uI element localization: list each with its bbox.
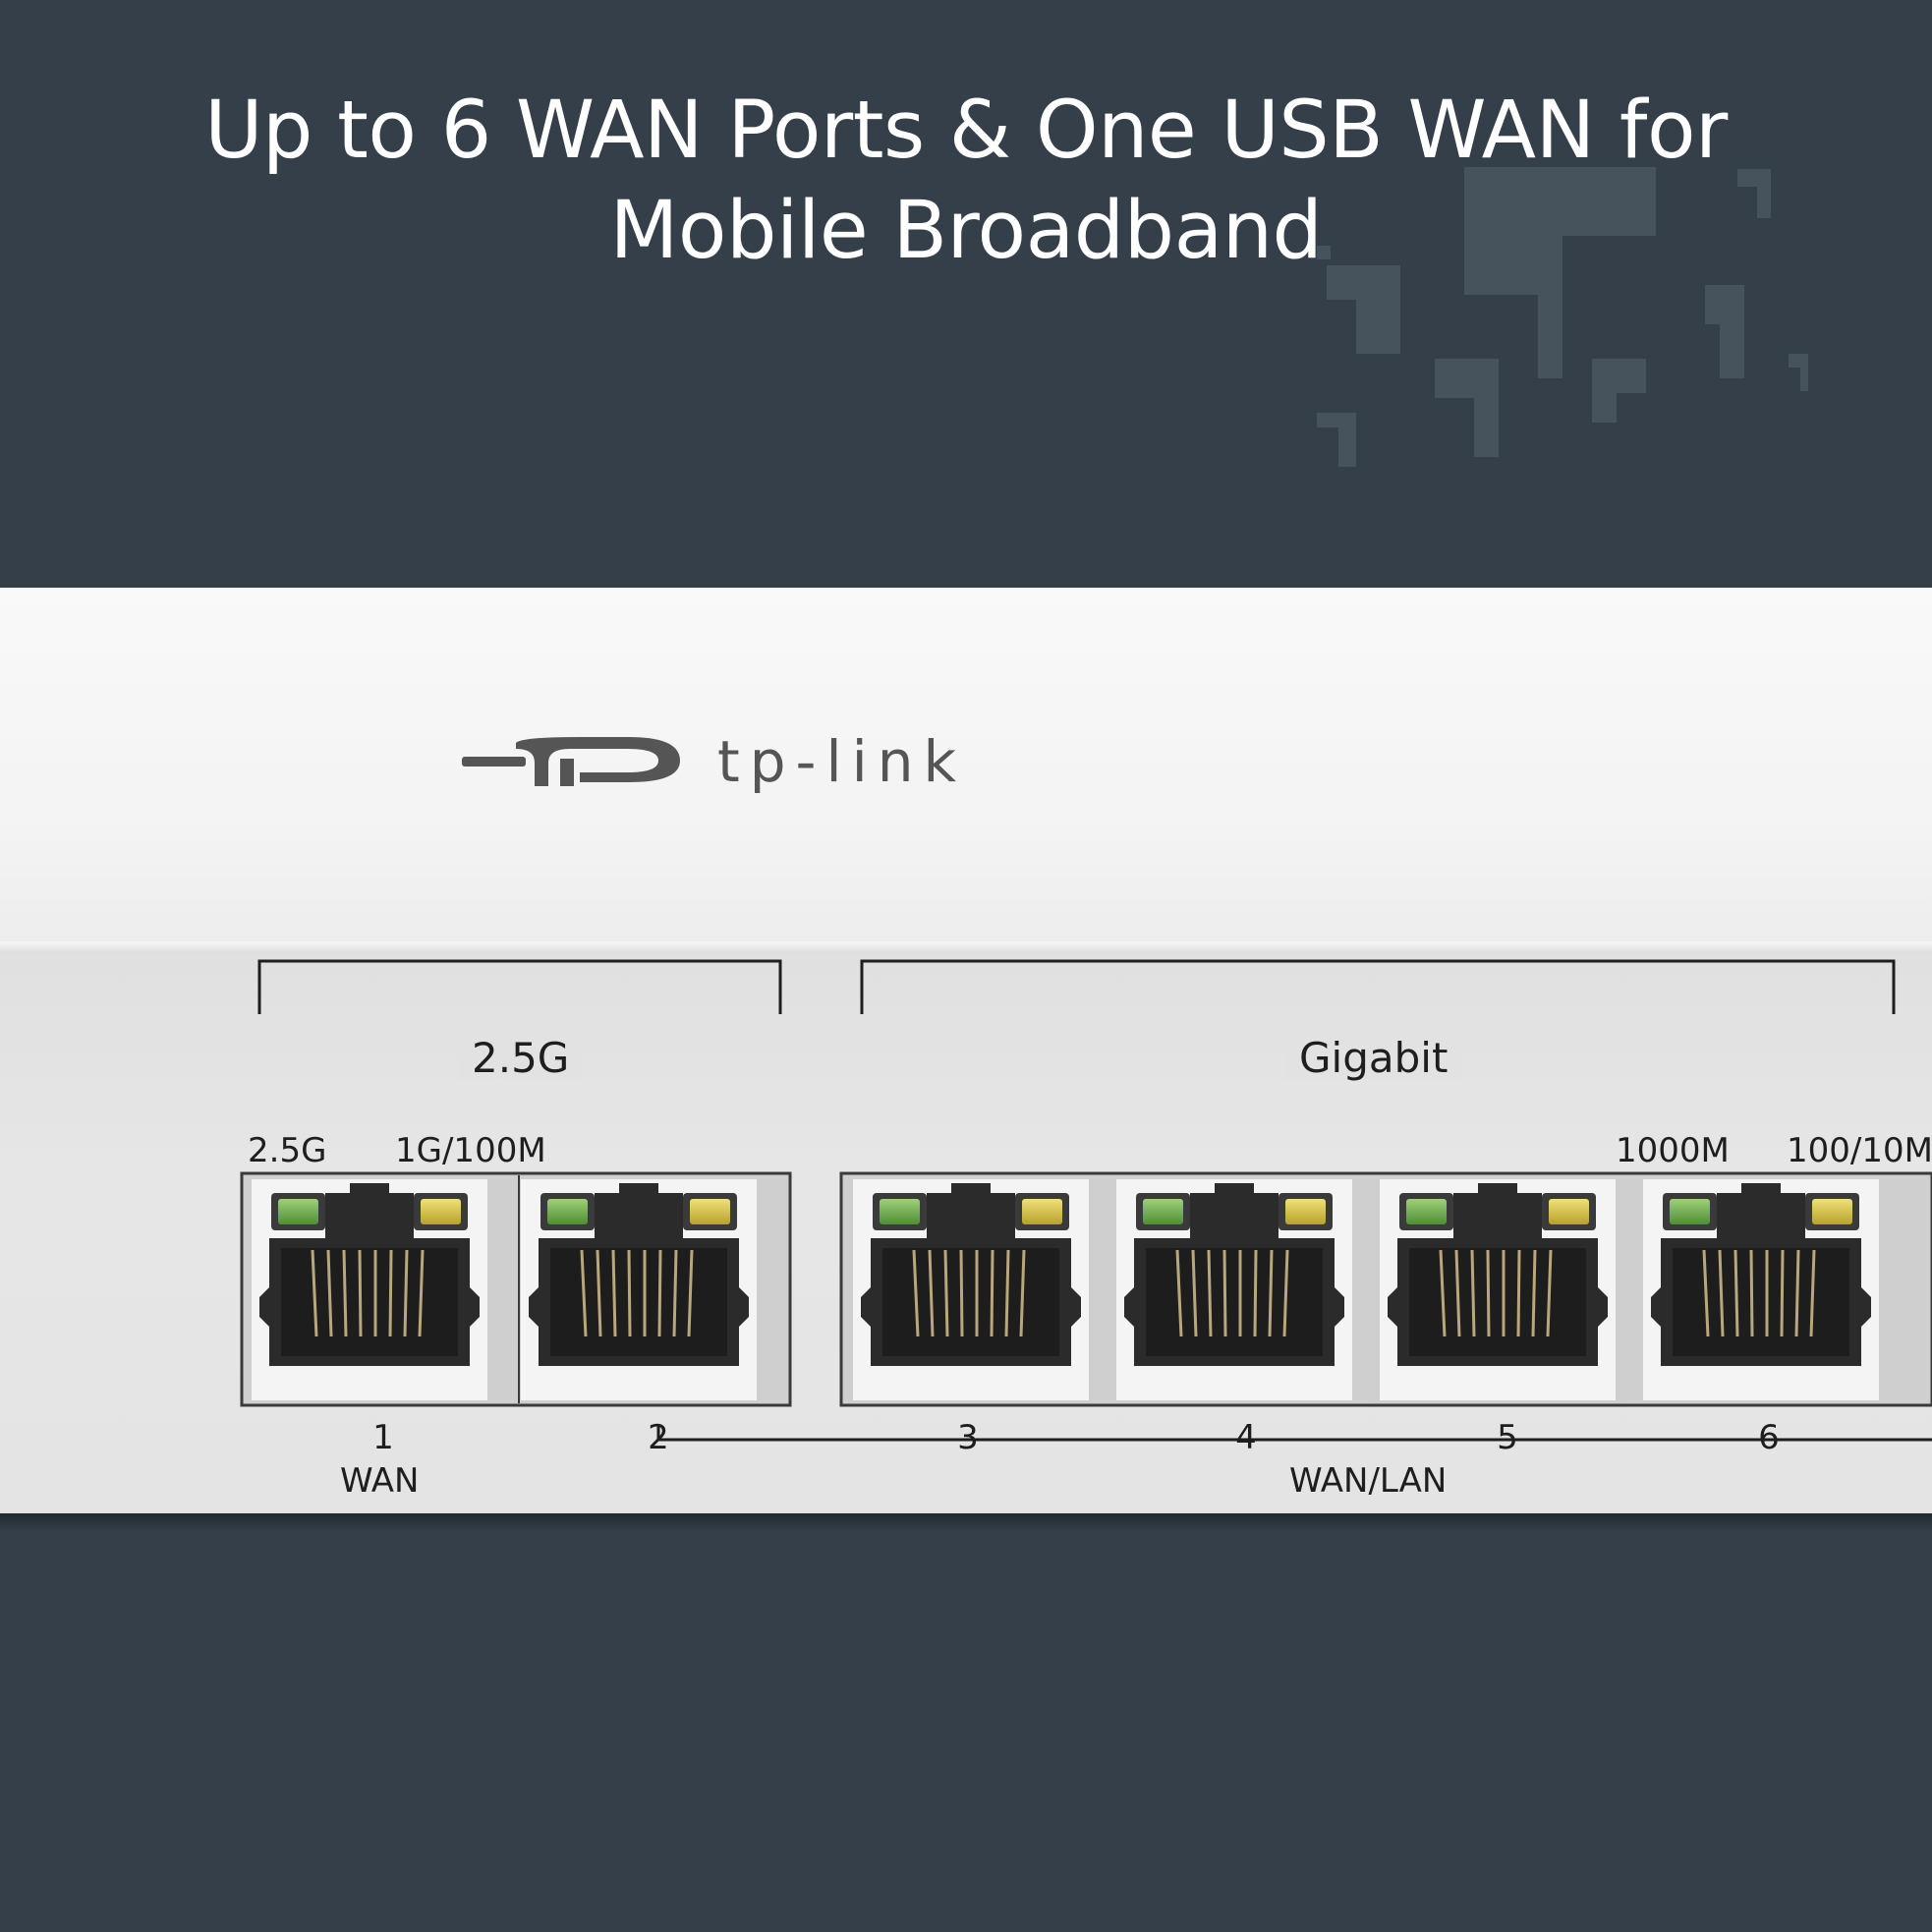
- led-label-100-10m: 100/10M: [1787, 1131, 1932, 1170]
- pixel-pattern-decoration: [1317, 167, 1808, 467]
- port-number-3: 3: [957, 1418, 979, 1457]
- port-number-5: 5: [1497, 1418, 1518, 1457]
- ethernet-port-4[interactable]: [1114, 1177, 1354, 1402]
- brand-name: tp-link: [717, 728, 967, 795]
- router-front-edge: [0, 941, 1932, 953]
- ethernet-port-6[interactable]: [1641, 1177, 1881, 1402]
- router-shadow: [0, 1513, 1932, 1531]
- ethernet-port-1[interactable]: [250, 1177, 489, 1402]
- ethernet-port-2[interactable]: [519, 1177, 759, 1402]
- port-number-1: 1: [372, 1418, 394, 1457]
- front-panel-graphics: [240, 959, 1932, 1442]
- headline: Up to 6 WAN Ports & One USB WAN for Mobi…: [0, 81, 1932, 281]
- group-label-2-5g: 2.5G: [458, 1038, 584, 1079]
- group-label-gigabit: Gigabit: [1285, 1038, 1462, 1079]
- router-top-panel: [0, 588, 1932, 941]
- port-number-6: 6: [1758, 1418, 1780, 1457]
- ethernet-port-3[interactable]: [851, 1177, 1091, 1402]
- headline-line-1: Up to 6 WAN Ports & One USB WAN for: [204, 85, 1728, 177]
- led-label-2-5g: 2.5G: [248, 1131, 327, 1170]
- port-role-wan: WAN: [340, 1461, 420, 1501]
- led-label-1000m: 1000M: [1616, 1131, 1730, 1170]
- port-number-2: 2: [648, 1418, 669, 1457]
- led-label-1g-100m: 1G/100M: [395, 1131, 546, 1170]
- headline-line-2: Mobile Broadband: [609, 185, 1323, 277]
- port-role-wan-lan: WAN/LAN: [1283, 1464, 1453, 1498]
- port-number-4: 4: [1235, 1418, 1257, 1457]
- ethernet-port-5[interactable]: [1378, 1177, 1618, 1402]
- tp-link-logo-icon: [462, 737, 680, 786]
